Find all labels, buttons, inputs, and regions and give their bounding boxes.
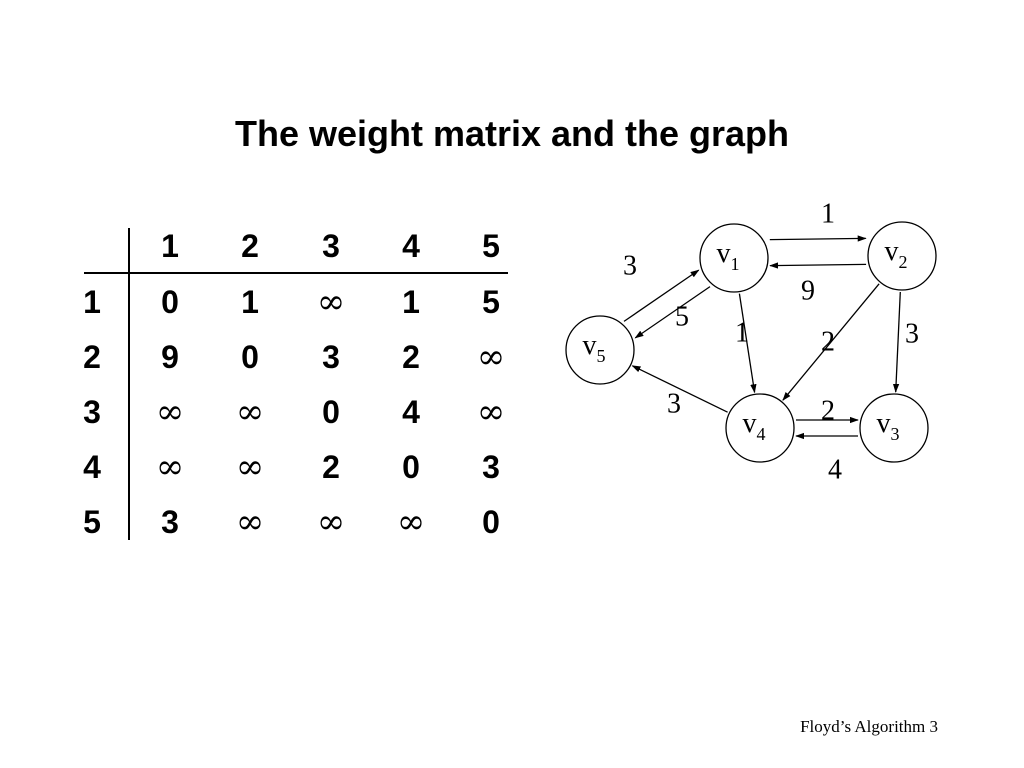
edge-v4-v5 [631, 365, 728, 413]
matrix-cell: ∞ [155, 392, 185, 432]
node-letter: v [885, 236, 899, 267]
matrix-row-header: 3 [83, 394, 101, 430]
matrix-cell: ∞ [316, 282, 346, 322]
node-v2 [867, 221, 937, 291]
node-letter: v [717, 238, 731, 269]
matrix-cell: 3 [161, 504, 179, 540]
matrix-cell: 5 [482, 284, 500, 320]
edge-weight-v2-v3: 3 [905, 319, 919, 350]
edge-weight-v5-v1: 3 [623, 251, 637, 282]
edge-v2-v1 [769, 262, 867, 269]
node-v3 [859, 393, 929, 463]
node-subscript: 2 [899, 252, 908, 272]
matrix-row-header: 5 [83, 504, 101, 540]
matrix-row-header: 1 [83, 284, 101, 320]
node-letter: v [877, 408, 891, 439]
matrix-cell: 0 [241, 339, 259, 375]
matrix-cell: 9 [161, 339, 179, 375]
matrix-cell: ∞ [476, 337, 506, 377]
matrix-column-header: 4 [402, 228, 420, 264]
edge-v2-v4 [782, 283, 880, 401]
node-subscript: 3 [891, 424, 900, 444]
slide-title: The weight matrix and the graph [234, 113, 790, 154]
slide-footer: Floyd’s Algorithm 3 [800, 717, 938, 736]
edge-v1-v5 [634, 286, 711, 339]
edge-weight-v1-v2: 1 [821, 199, 835, 230]
edge-weight-v2-v4: 2 [821, 327, 835, 358]
matrix-cell: 2 [402, 339, 420, 375]
node-v1 [699, 223, 769, 293]
edge-weight-v1-v4: 1 [735, 318, 749, 349]
edge-v5-v1 [623, 269, 700, 322]
edge-v1-v4 [738, 293, 757, 394]
matrix-cell: 0 [322, 394, 340, 430]
matrix-column-header: 3 [322, 228, 340, 264]
matrix-cell: 1 [402, 284, 420, 320]
node-subscript: 4 [757, 424, 766, 444]
node-v5 [565, 315, 635, 385]
matrix-cell: 3 [322, 339, 340, 375]
matrix-cell: 3 [482, 449, 500, 485]
node-letter: v [583, 330, 597, 361]
edge-weight-v2-v1: 9 [801, 276, 815, 307]
matrix-cell: ∞ [235, 502, 265, 542]
edge-v1-v2 [769, 235, 867, 242]
matrix-vertical-rule [128, 228, 130, 540]
node-subscript: 1 [731, 254, 740, 274]
edge-weight-v4-v3: 2 [821, 396, 835, 427]
node-label-v5: v5 [583, 330, 606, 366]
node-label-v1: v1 [717, 238, 740, 274]
node-label-v4: v4 [743, 408, 766, 444]
edge-v2-v3 [892, 291, 901, 393]
node-subscript: 5 [597, 346, 606, 366]
node-v4 [725, 393, 795, 463]
matrix-cell: ∞ [316, 502, 346, 542]
matrix-cell: ∞ [155, 447, 185, 487]
node-letter: v [743, 408, 757, 439]
edge-weight-v3-v4: 4 [828, 455, 842, 486]
matrix-cell: ∞ [235, 447, 265, 487]
node-label-v3: v3 [877, 408, 900, 444]
matrix-column-header: 2 [241, 228, 259, 264]
matrix-row-header: 2 [83, 339, 101, 375]
matrix-cell: ∞ [235, 392, 265, 432]
matrix-cell: 4 [402, 394, 420, 430]
edge-weight-v1-v5: 5 [675, 302, 689, 333]
node-label-v2: v2 [885, 236, 908, 272]
matrix-cell: 0 [402, 449, 420, 485]
matrix-cell: 2 [322, 449, 340, 485]
matrix-cell: 0 [482, 504, 500, 540]
matrix-cell: ∞ [476, 392, 506, 432]
edge-weight-v4-v5: 3 [667, 389, 681, 420]
matrix-horizontal-rule [84, 272, 508, 274]
matrix-cell: 0 [161, 284, 179, 320]
matrix-cell: ∞ [396, 502, 426, 542]
matrix-cell: 1 [241, 284, 259, 320]
matrix-column-header: 5 [482, 228, 500, 264]
matrix-column-header: 1 [161, 228, 179, 264]
matrix-row-header: 4 [83, 449, 101, 485]
